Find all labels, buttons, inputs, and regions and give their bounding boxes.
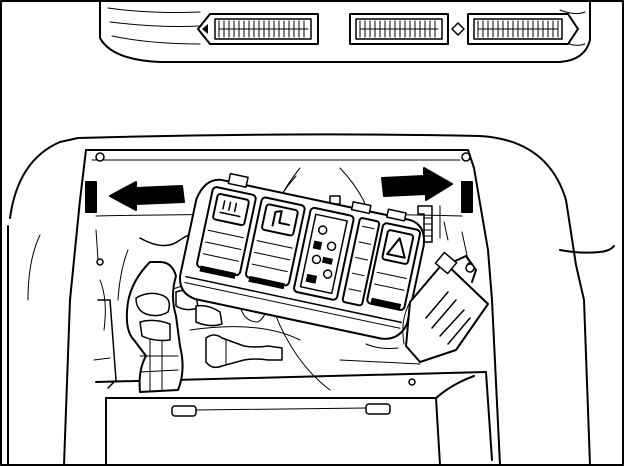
hazard-switch	[366, 222, 422, 311]
lid-hinge-right	[365, 403, 391, 415]
screw-top-right	[461, 152, 471, 162]
control-pad-switch	[293, 206, 355, 301]
left-arrow	[109, 181, 185, 211]
blank-switch	[341, 217, 381, 307]
wiring-connector	[402, 251, 489, 363]
vent-left	[197, 13, 319, 45]
clip-left	[85, 181, 97, 213]
switch-panel	[179, 172, 426, 340]
console-shell	[7, 133, 615, 466]
heated-seat-switch	[196, 186, 257, 279]
dashboard-vent-strip	[99, 0, 591, 63]
right-arrow	[381, 167, 453, 201]
screw-top-left	[95, 152, 105, 162]
vent-knob	[451, 22, 465, 36]
vent-center	[349, 13, 449, 45]
storage-compartment-lid	[95, 371, 493, 466]
lid-hinge-left	[171, 405, 197, 417]
clip-right	[461, 181, 473, 213]
seat-switch	[245, 196, 306, 290]
vent-right	[467, 13, 579, 45]
